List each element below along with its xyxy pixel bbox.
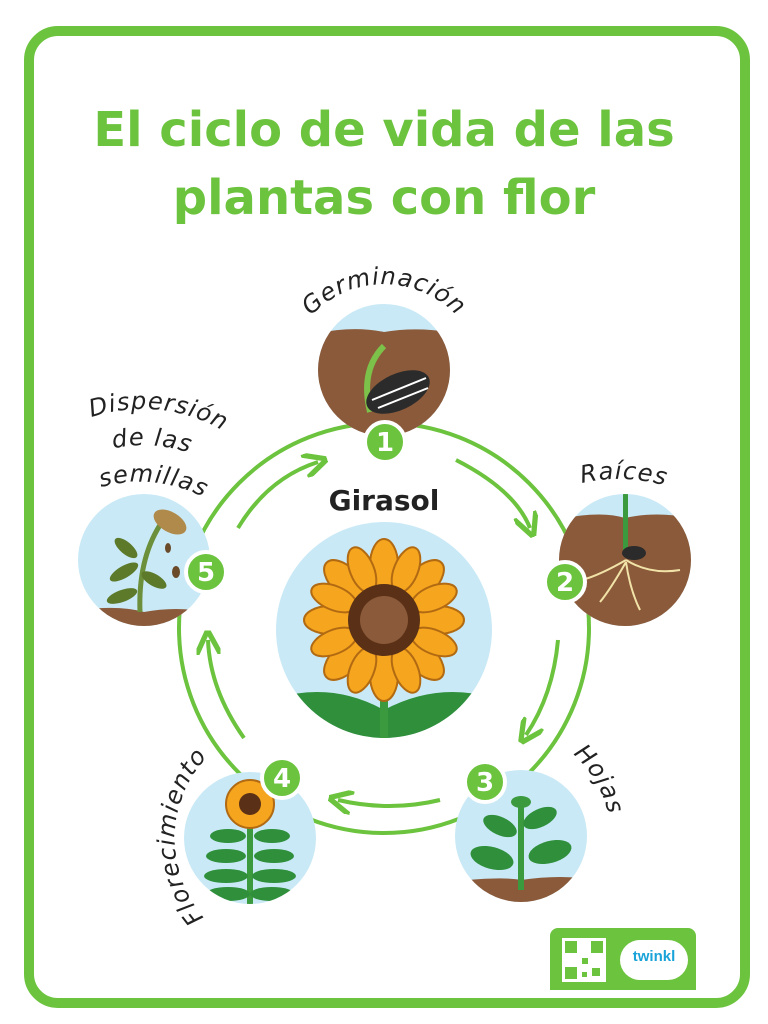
stage-1-number: 1 xyxy=(376,428,394,458)
stage-2-roots-illustration xyxy=(559,494,691,626)
stage-5-label-line-2: de las xyxy=(110,423,196,459)
stage-1-badge xyxy=(363,420,407,464)
stage-number-badges: 1 2 3 4 5 xyxy=(184,420,587,804)
stage-5-badge xyxy=(184,550,228,594)
sunflower-center-illustration xyxy=(276,522,492,738)
title-line-2: plantas con flor xyxy=(172,170,596,226)
arrow-2-to-3 xyxy=(526,639,560,735)
center-plant-label: Girasol xyxy=(328,484,440,517)
qr-code-icon[interactable] xyxy=(562,938,606,982)
stage-3-number: 3 xyxy=(476,768,494,798)
stage-2-label-text: Raíces xyxy=(578,457,670,492)
stage-5-label-text-2: de las xyxy=(110,423,195,459)
stage-4-flowering-illustration xyxy=(184,772,316,904)
twinkl-logo-text: twinkl xyxy=(632,948,676,965)
stage-2-label: Raíces xyxy=(578,457,671,492)
stage-2-number: 2 xyxy=(556,568,574,598)
stage-1-germination-illustration xyxy=(318,304,450,436)
title-line-1: El ciclo de vida de las xyxy=(93,102,675,158)
arrow-5-to-1 xyxy=(236,462,318,530)
page-title: El ciclo de vida de las plantas con flor xyxy=(0,96,768,232)
stage-5-seed-dispersal-illustration xyxy=(78,494,210,626)
branding-badge: twinkl xyxy=(550,928,696,990)
arrow-1-to-2 xyxy=(455,458,530,528)
stage-5-number: 5 xyxy=(197,558,215,588)
arrow-4-to-5 xyxy=(208,640,246,740)
twinkl-logo[interactable] xyxy=(620,940,688,980)
stage-4-badge xyxy=(260,756,304,800)
stage-2-badge xyxy=(543,560,587,604)
stage-3-badge xyxy=(463,760,507,804)
poster-frame xyxy=(24,26,750,1008)
arrow-3-to-4 xyxy=(338,800,441,806)
stage-4-number: 4 xyxy=(273,764,291,794)
